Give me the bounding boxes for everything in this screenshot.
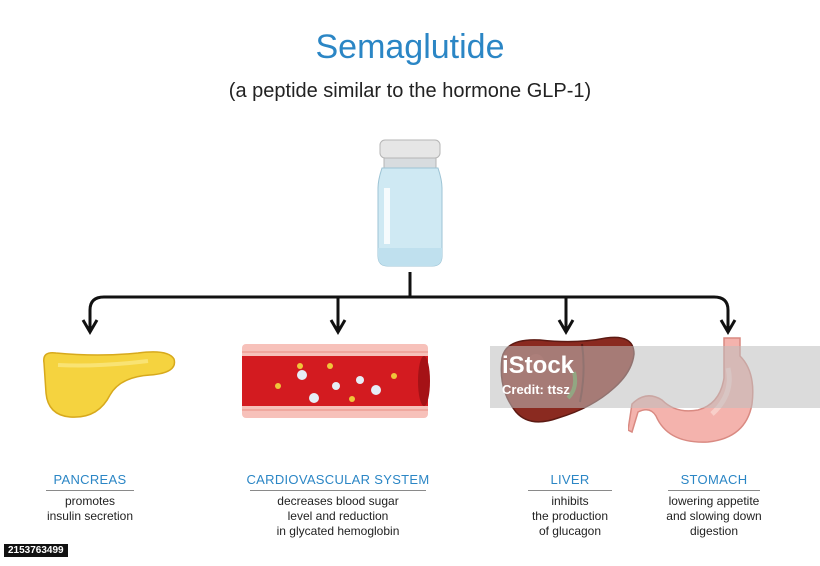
organ-card-liver: LIVER inhibits the production of glucago… — [520, 472, 620, 539]
organ-description-line: promotes — [64, 494, 116, 508]
organ-description-line: decreases blood sugar — [277, 494, 399, 508]
organ-title: STOMACH — [680, 472, 748, 487]
diagram-title: Semaglutide — [315, 28, 505, 66]
vial-icon — [377, 139, 443, 267]
diagram-subtitle: (a peptide similar to the hormone GLP-1) — [228, 80, 592, 102]
organ-description-line: the production — [531, 509, 609, 523]
organ-description-line: digestion — [689, 524, 739, 538]
pancreas-icon — [43, 351, 176, 418]
organ-title: PANCREAS — [53, 472, 127, 487]
stock-image-id: 2153763499 — [4, 544, 68, 557]
watermark-credit: Credit: ttsz — [502, 382, 570, 397]
organ-description-line: and slowing down — [666, 509, 762, 523]
divider — [668, 490, 760, 491]
organ-description-line: level and reduction — [287, 509, 389, 523]
divider — [528, 490, 612, 491]
organ-title: LIVER — [550, 472, 590, 487]
organ-description-line: lowering appetite — [668, 494, 760, 508]
divider — [46, 490, 134, 491]
organ-description-line: inhibits — [551, 494, 589, 508]
organ-card-cardiovascular: CARDIOVASCULAR SYSTEM decreases blood su… — [240, 472, 436, 539]
organ-title: CARDIOVASCULAR SYSTEM — [246, 472, 430, 487]
blood-vessel-icon — [242, 344, 430, 418]
organ-description-line: in glycated hemoglobin — [276, 524, 400, 538]
watermark-band — [490, 346, 820, 408]
organ-description-line: of glucagon — [538, 524, 602, 538]
organ-card-stomach: STOMACH lowering appetite and slowing do… — [662, 472, 766, 539]
organ-card-pancreas: PANCREAS promotes insulin secretion — [40, 472, 140, 524]
connector-arrows — [81, 272, 737, 335]
divider — [250, 490, 426, 491]
organ-description-line: insulin secretion — [46, 509, 134, 523]
watermark-logo: iStock — [502, 352, 575, 379]
